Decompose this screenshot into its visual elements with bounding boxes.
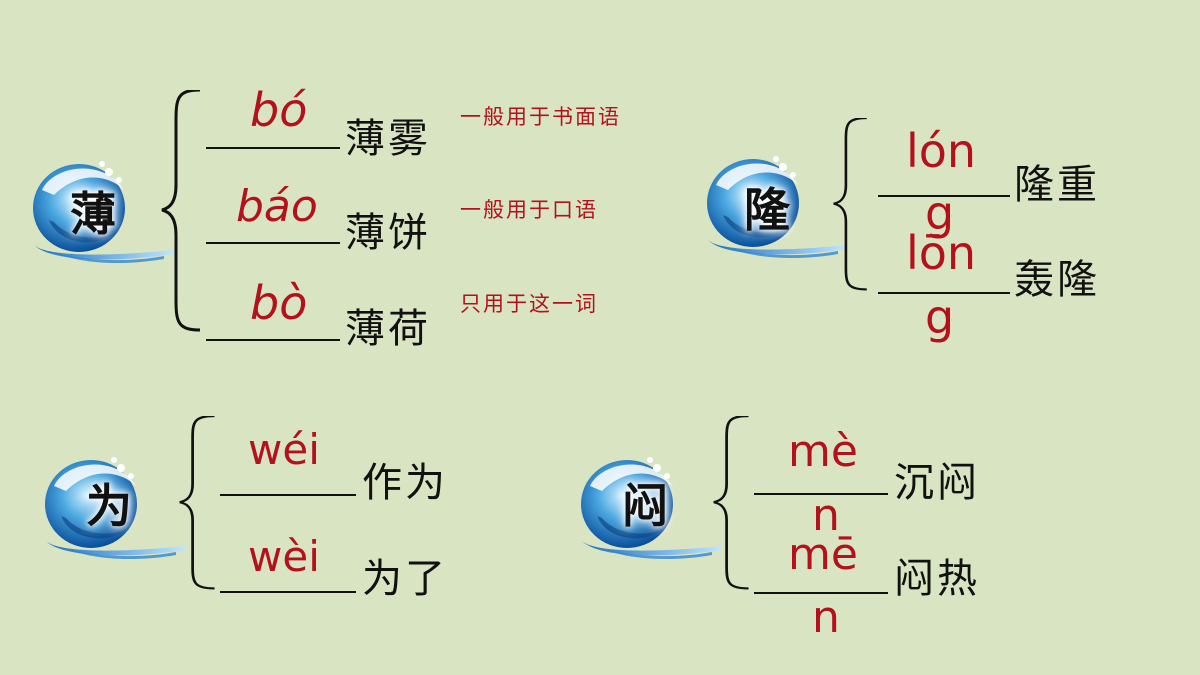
pinyin-answer-tail: n	[812, 490, 840, 541]
pinyin-answer: mè	[788, 426, 858, 477]
pinyin-answer-tail: n	[812, 592, 840, 643]
answer-blank	[878, 195, 1010, 197]
pinyin-answer: lón	[906, 124, 977, 178]
example-word: 薄荷	[345, 306, 431, 352]
pinyin-answer: bò	[250, 276, 308, 330]
answer-blank	[754, 493, 888, 495]
usage-note: 只用于这一词	[460, 292, 598, 316]
main-character: 闷	[622, 479, 668, 533]
usage-note: 一般用于书面语	[460, 105, 621, 129]
answer-blank	[206, 339, 340, 341]
pinyin-answer: wéi	[248, 425, 320, 474]
answer-blank	[220, 591, 356, 593]
example-word: 作为	[362, 460, 448, 506]
example-word: 隆重	[1014, 162, 1100, 208]
example-word: 沉闷	[894, 460, 980, 506]
answer-blank	[220, 494, 356, 496]
pinyin-answer: wèi	[248, 532, 320, 581]
pinyin-answer: lōn	[906, 226, 977, 280]
pinyin-answer-tail: g	[925, 290, 955, 344]
example-word: 闷热	[894, 556, 980, 602]
left-brace-icon	[160, 88, 206, 339]
answer-blank	[206, 147, 340, 149]
main-character: 隆	[744, 183, 790, 237]
pinyin-answer: mē	[788, 529, 858, 580]
answer-blank	[878, 292, 1010, 294]
example-word: 薄饼	[345, 210, 431, 256]
left-brace-icon	[178, 414, 220, 596]
usage-note: 一般用于口语	[460, 198, 598, 222]
answer-blank	[754, 592, 888, 594]
answer-blank	[206, 242, 340, 244]
left-brace-icon	[832, 116, 872, 297]
pinyin-answer: báo	[236, 181, 318, 232]
main-character: 薄	[70, 187, 116, 241]
example-word: 为了	[362, 556, 448, 602]
example-word: 薄雾	[345, 116, 431, 162]
main-character: 为	[86, 479, 132, 533]
example-word: 轰隆	[1014, 257, 1100, 303]
pinyin-answer: bó	[250, 83, 308, 137]
left-brace-icon	[712, 414, 754, 596]
